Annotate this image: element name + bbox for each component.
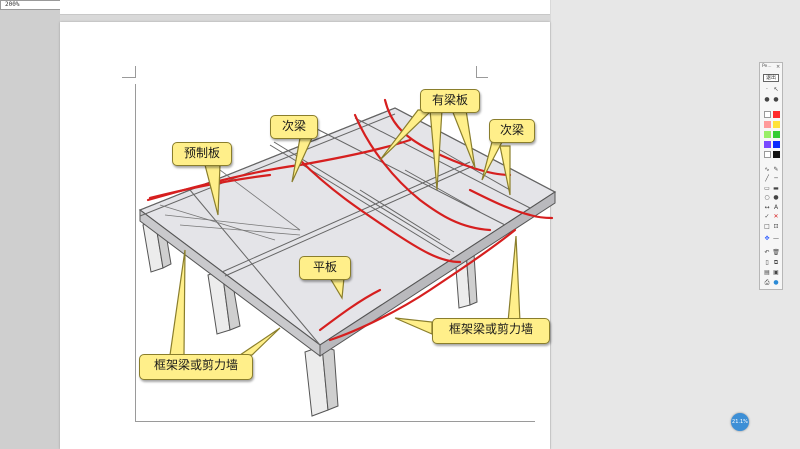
filled-ellipse-icon[interactable]: ● bbox=[773, 194, 779, 201]
zoom-icon[interactable]: ⊡ bbox=[773, 223, 779, 230]
filled-rectangle-icon[interactable]: ▬ bbox=[773, 185, 779, 192]
close-icon[interactable]: × bbox=[776, 64, 781, 70]
color-swatch[interactable] bbox=[764, 141, 771, 148]
pointer-icon[interactable]: ↖ bbox=[773, 86, 779, 93]
slab-right-edge bbox=[319, 191, 556, 357]
copy-icon[interactable]: ⧉ bbox=[773, 259, 779, 266]
color-swatch[interactable] bbox=[764, 111, 771, 118]
callout-frame-beam-left: 框架梁或剪力墙 bbox=[139, 354, 253, 380]
stamp-icon[interactable]: ▤ bbox=[764, 269, 770, 276]
color-swatch[interactable] bbox=[773, 141, 780, 148]
callout-secondary-beam-left: 次梁 bbox=[270, 115, 318, 139]
rectangle-icon[interactable]: ▭ bbox=[764, 185, 770, 192]
figure-border bbox=[135, 84, 136, 422]
large-dot-icon[interactable]: ● bbox=[773, 96, 779, 103]
callout-pointers bbox=[169, 109, 521, 356]
crop-mark bbox=[122, 77, 136, 78]
pen-toolbar[interactable]: Pe... × 退出 · ↖ ● ● ∿ ✎ ╱ ─ ▭ ▬ ○ ● ↔ A ✓… bbox=[759, 62, 783, 290]
minus-icon[interactable]: — bbox=[773, 235, 779, 242]
clear-icon[interactable]: 🗑 bbox=[772, 249, 780, 256]
screen-icon[interactable]: □ bbox=[764, 223, 770, 230]
desktop-right bbox=[551, 0, 800, 449]
straight-line-icon[interactable]: ─ bbox=[774, 175, 778, 182]
color-swatch[interactable] bbox=[773, 111, 780, 118]
zoom-floating-button[interactable]: 21.1% bbox=[731, 413, 749, 431]
pen-toolbar-title: Pe... bbox=[762, 64, 772, 69]
small-dot-icon[interactable]: · bbox=[766, 86, 768, 93]
color-swatch[interactable] bbox=[764, 121, 771, 128]
check-icon[interactable]: ✓ bbox=[764, 213, 770, 220]
page-icon[interactable]: ▯ bbox=[765, 259, 769, 266]
callout-flat-slab: 平板 bbox=[299, 256, 351, 280]
desktop-left bbox=[0, 0, 60, 449]
color-swatch[interactable] bbox=[773, 151, 780, 158]
marker-icon[interactable]: ✎ bbox=[773, 166, 779, 173]
figure-border bbox=[135, 421, 535, 422]
info-icon[interactable]: ● bbox=[773, 279, 779, 286]
color-swatch[interactable] bbox=[773, 131, 780, 138]
medium-dot-icon[interactable]: ● bbox=[764, 96, 770, 103]
precast-slab-lines bbox=[159, 169, 301, 241]
crop-mark bbox=[135, 66, 136, 78]
callout-frame-beam-right: 框架梁或剪力墙 bbox=[432, 318, 550, 344]
callout-secondary-beam-right: 次梁 bbox=[489, 119, 535, 143]
beams bbox=[139, 107, 556, 346]
color-swatch[interactable] bbox=[773, 121, 780, 128]
callout-beam-slab: 有梁板 bbox=[420, 89, 480, 113]
previous-page-bottom bbox=[60, 0, 550, 15]
cross-icon[interactable]: ✕ bbox=[773, 213, 779, 220]
color-swatch[interactable] bbox=[764, 131, 771, 138]
text-icon[interactable]: A bbox=[773, 204, 779, 211]
color-swatch[interactable] bbox=[764, 151, 771, 158]
crop-mark bbox=[476, 66, 477, 78]
crop-mark bbox=[476, 77, 488, 78]
move-icon[interactable]: ✥ bbox=[764, 235, 770, 242]
undo-icon[interactable]: ↶ bbox=[764, 249, 770, 256]
pen-icon[interactable]: ∿ bbox=[764, 166, 770, 173]
exit-button[interactable]: 退出 bbox=[763, 74, 779, 82]
arrow-icon[interactable]: ↔ bbox=[764, 204, 770, 211]
ellipse-icon[interactable]: ○ bbox=[764, 194, 770, 201]
line-icon[interactable]: ╱ bbox=[765, 175, 769, 182]
callout-precast-slab: 预制板 bbox=[172, 142, 232, 166]
print-icon[interactable]: ⎙ bbox=[764, 279, 770, 286]
save-icon[interactable]: ▣ bbox=[773, 269, 779, 276]
